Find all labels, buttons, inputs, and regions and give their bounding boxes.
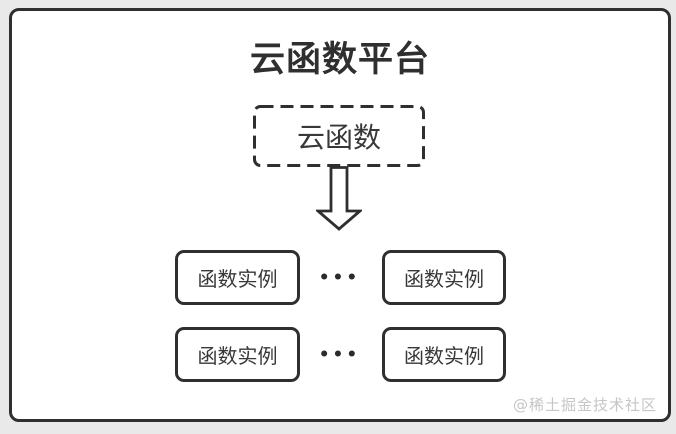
function-instance-box: 函数实例 (175, 250, 300, 305)
function-instance-box: 函数实例 (382, 327, 506, 382)
platform-container: 云函数平台 云函数 函数实例 ••• 函数实例 函数实例 ••• 函数实例 @稀… (9, 8, 671, 422)
cloud-function-node: 云函数 (253, 105, 425, 167)
function-instance-box: 函数实例 (382, 250, 506, 305)
watermark: @稀土掘金技术社区 (512, 396, 657, 414)
diagram-title: 云函数平台 (249, 40, 430, 80)
cloud-function-label: 云函数 (296, 121, 381, 154)
ellipsis-dots: ••• (318, 344, 361, 365)
down-arrow-icon (316, 166, 362, 231)
dashed-border (253, 105, 425, 167)
function-instance-box: 函数实例 (175, 327, 300, 382)
ellipsis-dots: ••• (318, 267, 361, 288)
